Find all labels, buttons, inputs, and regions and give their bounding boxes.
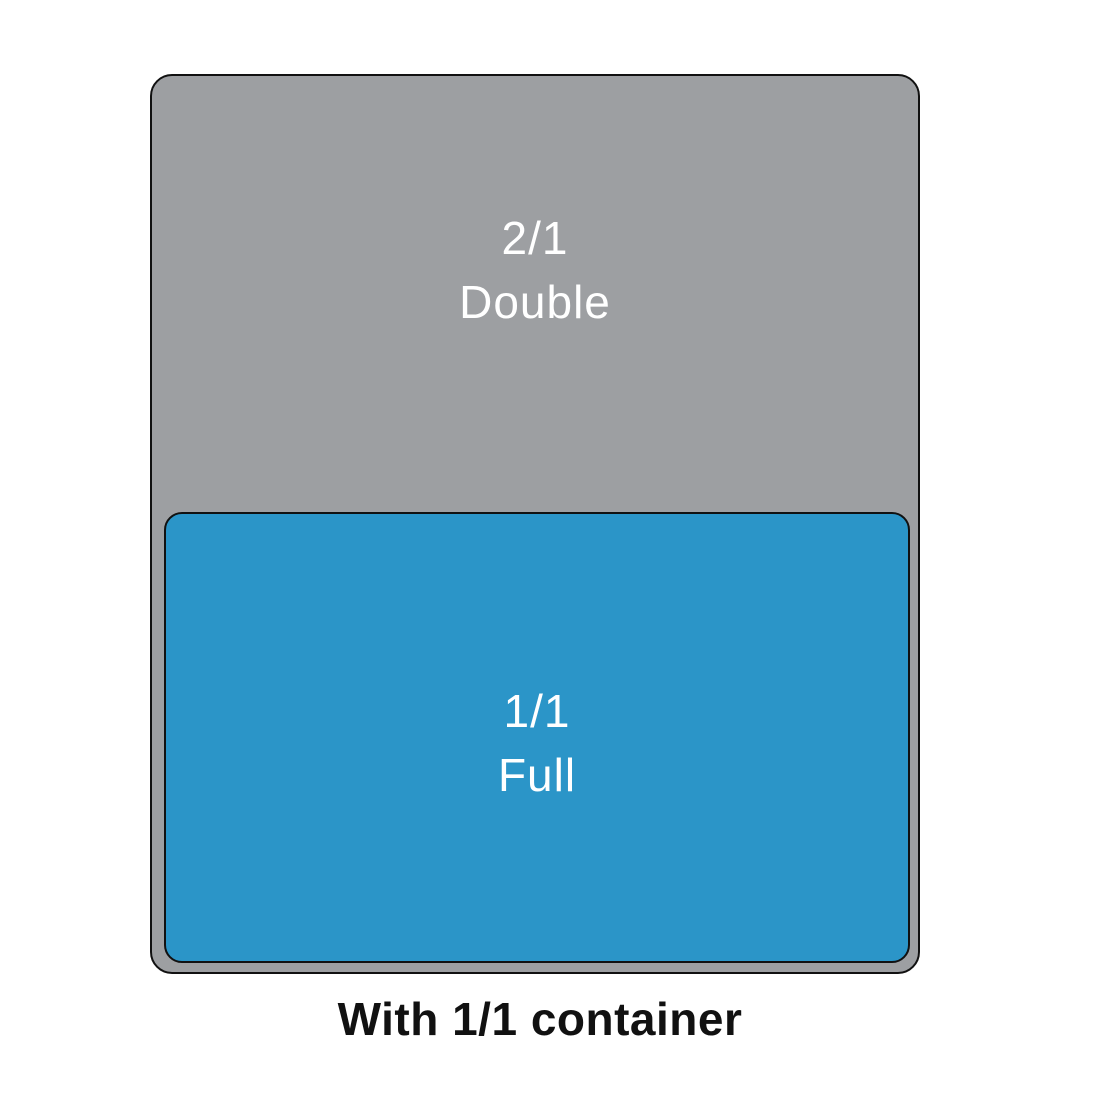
diagram-caption: With 1/1 container [337, 993, 743, 1045]
pan-1-1-label: 1/1 Full [166, 679, 908, 808]
pan-1-1-size-text: 1/1 [503, 685, 571, 737]
pan-1-1-name-text: Full [497, 749, 577, 802]
pan-2-1-size-text: 2/1 [501, 212, 569, 264]
pan-1-1-full: 1/1 Full [164, 512, 910, 963]
pan-2-1-label: 2/1 Double [152, 206, 918, 335]
pan-2-1-name-text: Double [459, 276, 611, 329]
